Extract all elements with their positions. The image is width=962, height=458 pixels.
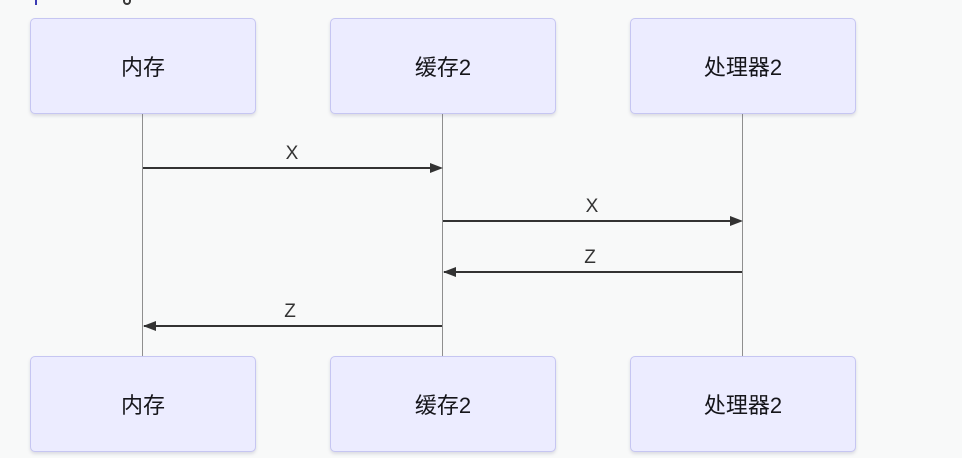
message-label: Z (284, 301, 296, 322)
actor-label: 处理器2 (703, 393, 783, 418)
actor-label: 处理器2 (703, 55, 783, 80)
lifeline-processor2 (742, 114, 743, 356)
message-label: X (585, 196, 599, 217)
actor-label: 内存 (120, 55, 165, 80)
arrowhead-right-icon (730, 216, 743, 226)
message-line (443, 220, 739, 222)
clipped-text-fragment (35, 0, 37, 5)
arrowhead-left-icon (443, 267, 456, 277)
arrowhead-right-icon (430, 163, 443, 173)
actor-top-processor2: 处理器2 (630, 18, 856, 114)
arrowhead-left-icon (143, 321, 156, 331)
message-line (143, 167, 439, 169)
message-label: Z (584, 247, 596, 268)
actor-bottom-processor2: 处理器2 (630, 356, 856, 452)
actor-label: 缓存2 (414, 393, 472, 418)
message-line (144, 325, 442, 327)
lifeline-memory (142, 114, 143, 356)
actor-top-cache2: 缓存2 (330, 18, 556, 114)
clipped-text-fragment (123, 0, 131, 5)
message-line (444, 271, 742, 273)
lifeline-cache2 (442, 114, 443, 356)
actor-label: 内存 (120, 393, 165, 418)
actor-bottom-memory: 内存 (30, 356, 256, 452)
actor-label: 缓存2 (414, 55, 472, 80)
actor-top-memory: 内存 (30, 18, 256, 114)
actor-bottom-cache2: 缓存2 (330, 356, 556, 452)
message-label: X (285, 143, 299, 164)
